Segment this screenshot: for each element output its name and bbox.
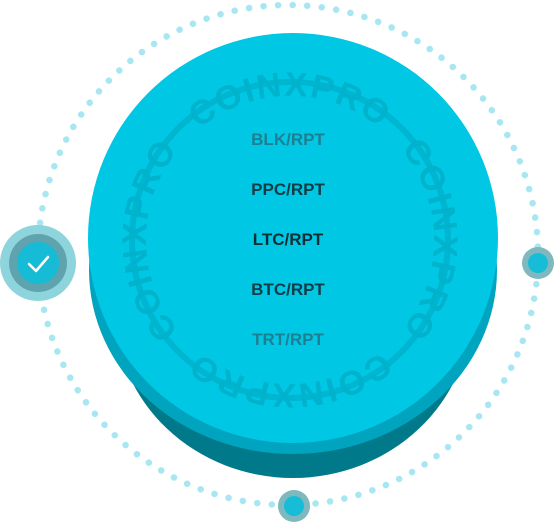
- orbit-node-bottom[interactable]: [278, 490, 310, 522]
- check-icon: [27, 255, 50, 273]
- pair-list: BLK/RPT PPC/RPT LTC/RPT BTC/RPT TRT/RPT: [251, 130, 325, 349]
- pair-item-ltc-selected[interactable]: LTC/RPT: [253, 230, 324, 249]
- pair-item-trt[interactable]: TRT/RPT: [252, 330, 324, 349]
- orbit-node-right[interactable]: [522, 247, 554, 279]
- pair-item-ppc[interactable]: PPC/RPT: [251, 180, 325, 199]
- pair-item-blk[interactable]: BLK/RPT: [251, 130, 325, 149]
- confirm-check-button[interactable]: [0, 225, 76, 301]
- coin-face: [88, 33, 498, 443]
- pair-item-btc[interactable]: BTC/RPT: [251, 280, 325, 299]
- coin-inner-ring: [129, 79, 451, 401]
